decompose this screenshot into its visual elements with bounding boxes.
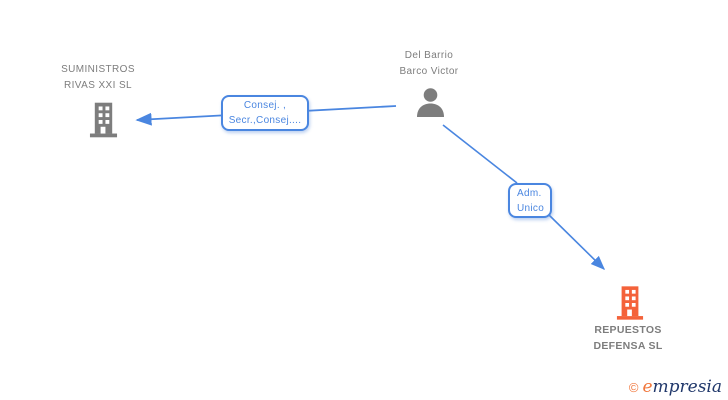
copyright-icon: © [628,379,639,395]
person-icon[interactable] [415,88,446,117]
edge-label-consejero[interactable]: Consej. , Secr.,Consej.... [221,95,309,131]
edge-label-adm-unico-line2: Unico [517,202,545,214]
building-icon[interactable] [616,286,644,320]
person-label[interactable]: Del Barrio Barco Victor [379,48,479,80]
empresia-logo[interactable]: © empresia [629,378,722,396]
building-icon[interactable] [89,102,118,138]
brand-rest: mpresia [652,377,723,397]
person-name-line1: Del Barrio [404,50,454,61]
edge-label-adm-unico-line1: Adm. [517,187,542,199]
edge-person-to-company-right-lower [548,214,606,271]
edge-person-to-company-right-upper [442,124,518,184]
company-left-label[interactable]: SUMINISTROS RIVAS XXI SL [37,62,159,94]
brand-wordmark: empresia [642,378,722,396]
company-right-label[interactable]: REPUESTOS DEFENSA SL [568,322,688,354]
edge-label-consejero-line2: Secr.,Consej.... [228,115,302,126]
company-right-name-line1: REPUESTOS [594,324,662,336]
person-name-line2: Barco Victor [399,66,459,77]
company-right-name-line2: DEFENSA SL [593,340,663,352]
edge-label-adm-unico[interactable]: Adm. Unico [508,183,552,218]
edge-label-consejero-line1: Consej. , [243,100,287,111]
company-left-name-line2: RIVAS XXI SL [64,80,132,91]
brand-first-letter: e [642,377,653,397]
company-left-name-line1: SUMINISTROS [61,64,135,75]
